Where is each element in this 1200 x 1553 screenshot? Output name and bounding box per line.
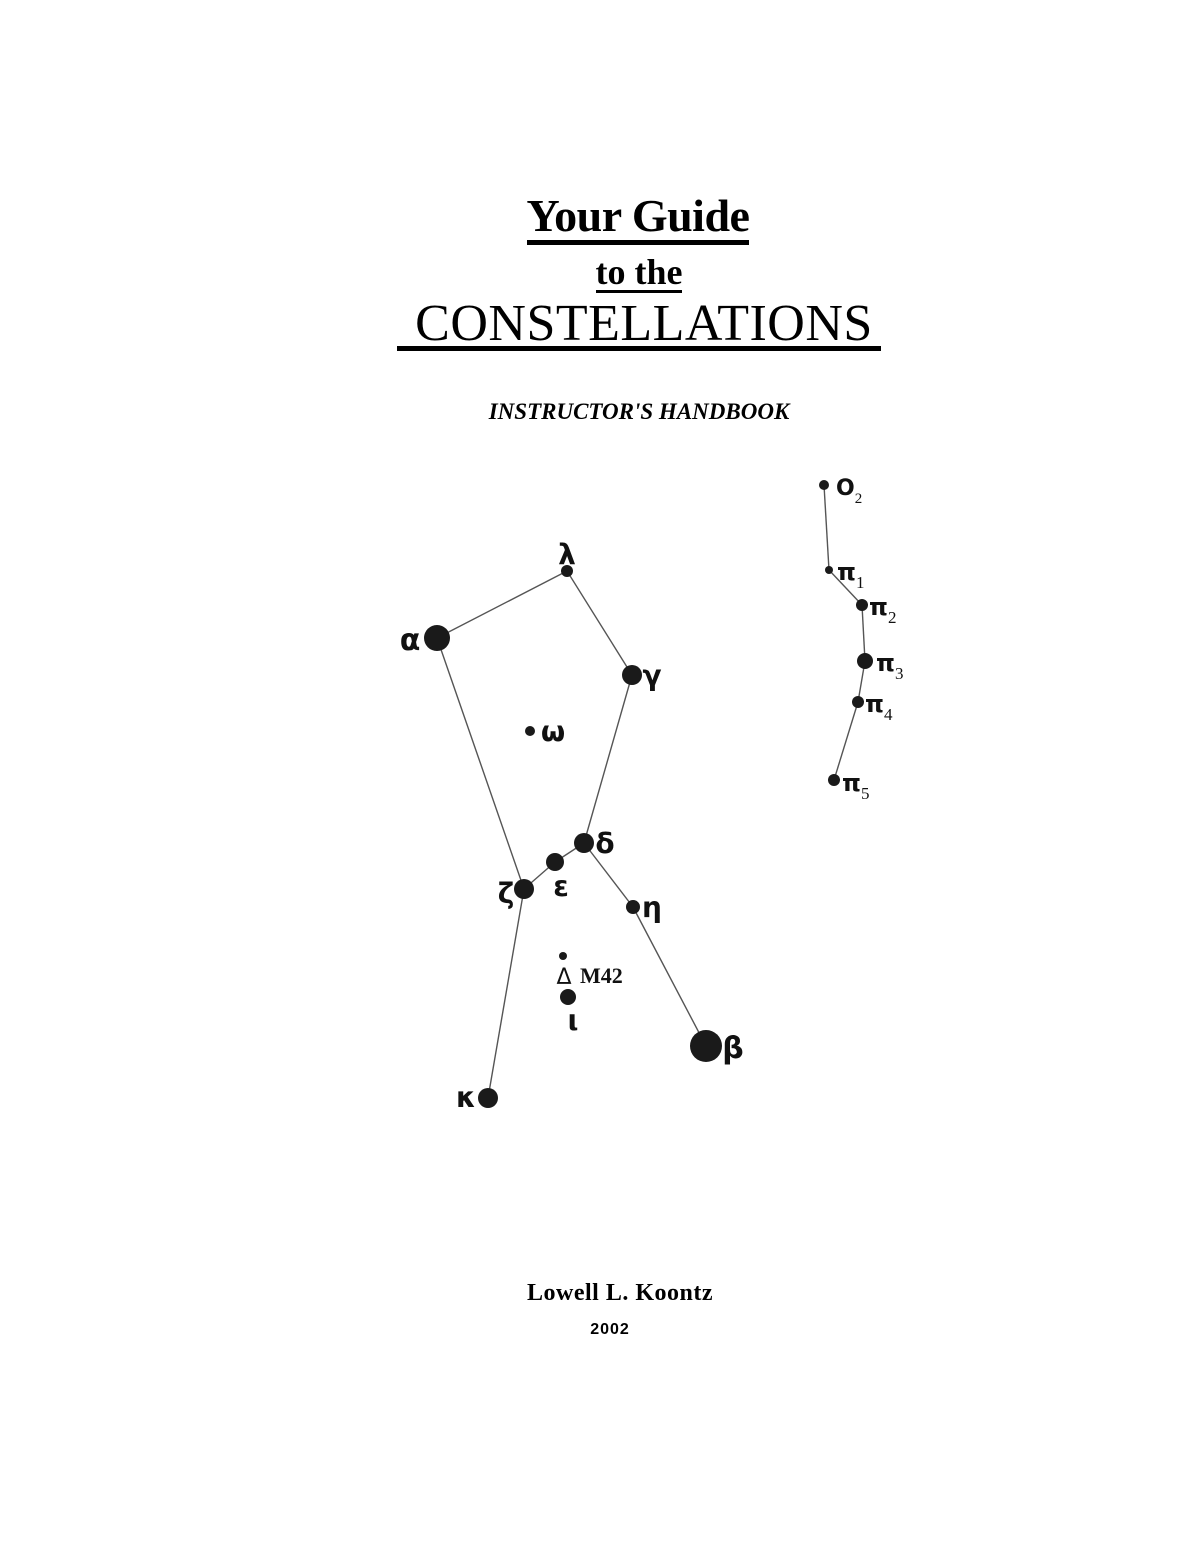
title-line-2: to the [595,252,683,293]
title-line-1: Your Guide [526,192,750,245]
star-lambda-icon [561,565,573,577]
star-omega-icon [525,726,535,736]
star-label-o2: O2 [836,476,862,507]
constellation-line [632,906,707,1047]
constellation-lines [436,484,866,1099]
star-pi3-icon [857,653,873,669]
constellation-line [566,570,633,676]
star-label-iota: ι [568,1004,579,1037]
constellation-line [828,569,863,606]
constellation-line [583,674,633,844]
star-label-epsilon: ε [553,870,569,903]
star-label-beta: β [722,1031,743,1066]
star-label-gamma: γ [642,659,661,692]
star-m42-star-icon [559,952,567,960]
star-beta-icon [690,1030,722,1062]
star-alpha-icon [424,625,450,651]
star-label-pi2: π2 [869,593,896,627]
title-line-3: CONSTELLATIONS [397,296,881,352]
constellation-line [436,637,525,890]
star-eta-icon [626,900,640,914]
constellation-line [436,570,568,639]
constellation-line [487,888,525,1099]
star-label-kappa: κ [456,1081,476,1114]
star-o2-icon [819,480,829,490]
title-subheading: to the [0,252,1200,293]
constellation-line [833,701,859,781]
star-label-delta: δ [595,827,614,860]
constellation-line [823,484,830,571]
star-label-eta: η [642,891,662,924]
nebula-triangle-icon: Δ [556,965,571,990]
constellation-stars [424,480,873,1108]
star-pi1-icon [825,566,833,574]
publication-year: 2002 [590,1321,630,1338]
star-iota-icon [560,989,576,1005]
star-label-pi4: π4 [865,690,893,724]
star-zeta-icon [514,879,534,899]
constellation-line [583,842,634,908]
nebula-label: M42 [580,963,623,988]
star-pi4-icon [852,696,864,708]
star-epsilon-icon [546,853,564,871]
star-label-pi5: π5 [842,769,869,803]
star-kappa-icon [478,1088,498,1108]
star-label-pi1: π1 [837,558,864,592]
star-label-alpha: α [400,623,421,658]
star-pi2-icon [856,599,868,611]
star-label-omega: ω [541,715,565,748]
nebula-marker: Δ M42 [556,963,622,990]
star-pi5-icon [828,774,840,786]
subtitle: INSTRUCTOR'S HANDBOOK [488,399,790,424]
constellation-line [861,604,866,662]
star-delta-icon [574,833,594,853]
star-label-pi3: π3 [876,649,903,683]
star-gamma-icon [622,665,642,685]
star-label-zeta: ζ [498,877,515,910]
star-label-lambda: λ [558,538,576,571]
author-name: Lowell L. Koontz [527,1280,713,1306]
title-heading: Your Guide [0,188,1200,245]
